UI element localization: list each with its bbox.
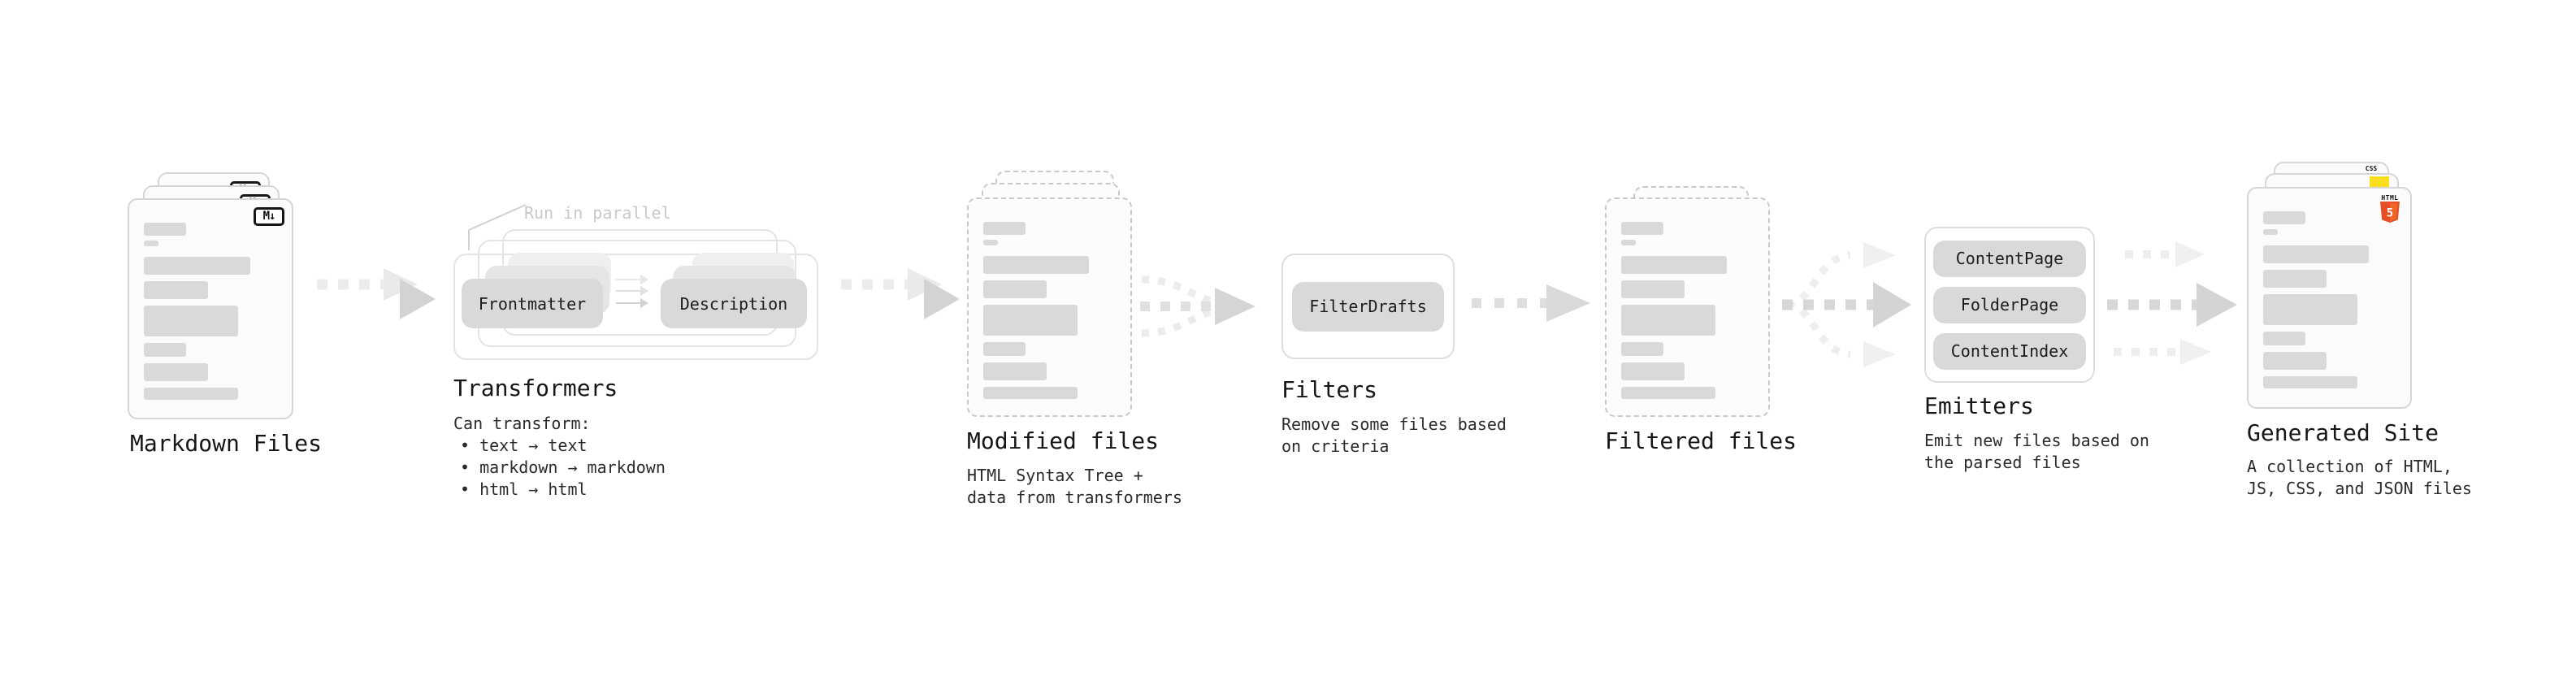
stage-title-transformers: Transformers	[453, 375, 618, 401]
emitters-caption: the parsed files	[1924, 453, 2081, 472]
arrow-transformers-to-modified	[830, 268, 960, 319]
skeleton-line	[144, 388, 239, 400]
transformers-bullet: • text → text	[460, 436, 588, 455]
skeleton-line	[2263, 294, 2357, 325]
filters-caption: on criteria	[1281, 436, 1390, 456]
generated-caption: JS, CSS, and JSON files	[2247, 479, 2472, 498]
html5-icon-number: 5	[2387, 207, 2393, 220]
skeleton-line	[144, 223, 187, 236]
arrow-modified-to-filters	[1140, 275, 1255, 337]
modified-caption: HTML Syntax Tree +	[967, 466, 1143, 485]
skeleton-line	[2263, 211, 2306, 224]
stage-title-modified-files: Modified files	[967, 427, 1160, 454]
skeleton-line	[1621, 256, 1728, 274]
stage-title-generated-site: Generated Site	[2247, 419, 2439, 446]
skeleton-line	[1621, 240, 1636, 245]
generated-file-card-front: HTML 5	[2247, 187, 2412, 409]
transformers-intro: Can transform:	[453, 414, 591, 433]
skeleton-line	[2263, 332, 2306, 345]
html5-icon-label: HTML	[2381, 194, 2399, 202]
filtered-file-card-front	[1605, 197, 1770, 417]
emitters-caption: Emit new files based on	[1924, 431, 2149, 450]
markdown-file-card-front: M↓	[128, 198, 293, 419]
css-icon-label: CSS	[2365, 165, 2378, 172]
frontmatter-pill: Frontmatter	[462, 279, 603, 328]
document-skeleton	[2249, 189, 2410, 407]
transformers-bullet: • html → html	[460, 479, 588, 499]
emitters-panel: ContentPage FolderPage ContentIndex	[1924, 227, 2095, 383]
document-skeleton	[1607, 199, 1768, 415]
generated-caption: A collection of HTML,	[2247, 457, 2452, 476]
pill-connector-arrows	[616, 275, 648, 308]
stage-title-filters: Filters	[1281, 376, 1378, 403]
skeleton-line	[144, 257, 251, 275]
skeleton-line	[2263, 270, 2327, 288]
modified-caption: data from transformers	[967, 488, 1182, 507]
arrow-markdown-to-transformers	[306, 268, 436, 319]
description-pill: Description	[661, 279, 807, 328]
folder-page-pill: FolderPage	[1933, 286, 2086, 323]
stage-title-markdown-files: Markdown Files	[130, 430, 323, 457]
stage-title-filtered-files: Filtered files	[1605, 427, 1798, 454]
note-leader-line	[468, 204, 527, 250]
filter-drafts-pill: FilterDrafts	[1292, 281, 1444, 332]
dashed-arrow	[830, 279, 960, 319]
skeleton-line	[2263, 376, 2357, 388]
filters-panel: FilterDrafts	[1281, 254, 1455, 359]
transformer-box-front	[453, 254, 818, 360]
run-in-parallel-note: Run in parallel	[524, 203, 671, 223]
html5-icon: HTML 5	[2379, 194, 2400, 227]
skeleton-line	[983, 256, 1090, 274]
transformers-bullet: • markdown → markdown	[460, 458, 666, 477]
skeleton-line	[144, 363, 208, 381]
filters-caption: Remove some files based	[1281, 414, 1507, 434]
stage-title-emitters: Emitters	[1924, 393, 2034, 419]
markdown-icon: M↓	[254, 207, 284, 226]
skeleton-line	[983, 342, 1026, 356]
skeleton-line	[1621, 362, 1685, 380]
skeleton-line	[2263, 352, 2327, 370]
dashed-arrow	[306, 279, 436, 319]
document-skeleton	[969, 199, 1130, 415]
document-skeleton	[129, 200, 292, 418]
skeleton-line	[983, 280, 1047, 298]
skeleton-line	[1621, 342, 1664, 356]
arrow-filtered-to-emitters	[1782, 242, 1911, 367]
javascript-icon	[2370, 176, 2389, 189]
skeleton-line	[1621, 387, 1715, 399]
arrow-emitters-to-generated	[2107, 241, 2237, 365]
content-page-pill: ContentPage	[1933, 240, 2086, 277]
skeleton-line	[983, 305, 1078, 336]
skeleton-line	[1621, 222, 1664, 235]
content-index-pill: ContentIndex	[1933, 332, 2086, 370]
modified-file-card-front	[967, 197, 1132, 417]
skeleton-line	[983, 240, 998, 245]
skeleton-line	[2263, 245, 2370, 263]
skeleton-line	[2263, 229, 2278, 235]
skeleton-line	[144, 241, 159, 246]
skeleton-line	[1621, 305, 1715, 336]
html5-shield: 5	[2380, 202, 2400, 223]
skeleton-line	[144, 343, 187, 357]
skeleton-line	[144, 306, 239, 336]
arrow-filters-to-filtered	[1472, 284, 1590, 322]
skeleton-line	[983, 222, 1026, 235]
skeleton-line	[983, 387, 1078, 399]
skeleton-line	[144, 281, 208, 299]
skeleton-line	[983, 362, 1047, 380]
skeleton-line	[1621, 280, 1685, 298]
